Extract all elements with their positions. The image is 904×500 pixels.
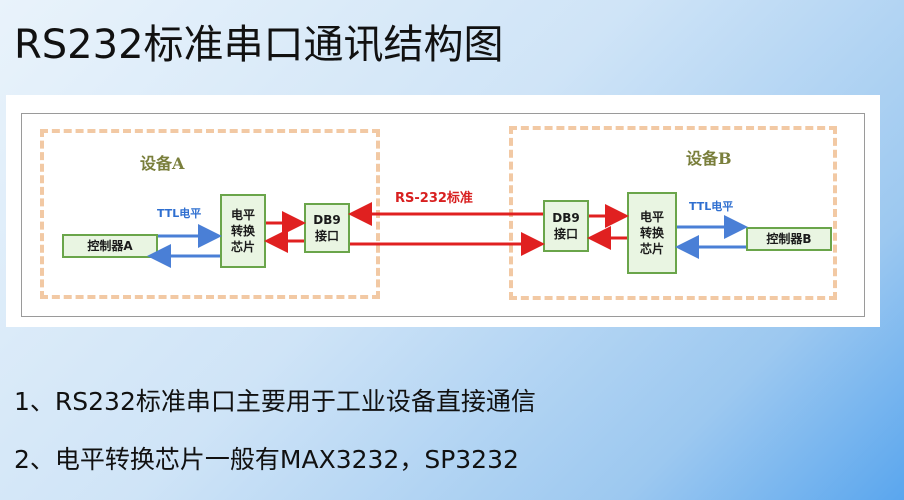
converter-b-box: 电平 转换 芯片 — [627, 192, 677, 274]
diagram-panel: 设备A 控制器A TTL电平 电平 转换 芯片 DB9 接口 RS-232标准 … — [6, 95, 880, 327]
db9-a-label: DB9 接口 — [313, 213, 341, 243]
rs232-link-label: RS-232标准 — [395, 191, 473, 206]
device-a-label: 设备A — [140, 154, 185, 173]
controller-b-label: 控制器B — [766, 232, 812, 246]
controller-a-label: 控制器A — [87, 239, 133, 253]
device-b-label: 设备B — [686, 149, 732, 168]
note-1: 1、RS232标准串口主要用于工业设备直接通信 — [14, 387, 536, 416]
note-2: 2、电平转换芯片一般有MAX3232，SP3232 — [14, 445, 519, 474]
db9-b-box: DB9 接口 — [543, 200, 589, 252]
diagram-frame — [21, 113, 865, 317]
db9-b-label: DB9 接口 — [552, 211, 580, 241]
converter-a-box: 电平 转换 芯片 — [220, 194, 266, 268]
page-title: RS232标准串口通讯结构图 — [14, 22, 504, 68]
converter-a-label: 电平 转换 芯片 — [230, 208, 255, 254]
controller-b-box: 控制器B — [746, 227, 832, 251]
connection-arrows — [147, 202, 748, 268]
ttl-label-b: TTL电平 — [689, 200, 734, 213]
ttl-label-a: TTL电平 — [157, 207, 202, 220]
db9-a-box: DB9 接口 — [304, 203, 350, 253]
converter-b-label: 电平 转换 芯片 — [639, 210, 664, 256]
controller-a-box: 控制器A — [62, 234, 158, 258]
